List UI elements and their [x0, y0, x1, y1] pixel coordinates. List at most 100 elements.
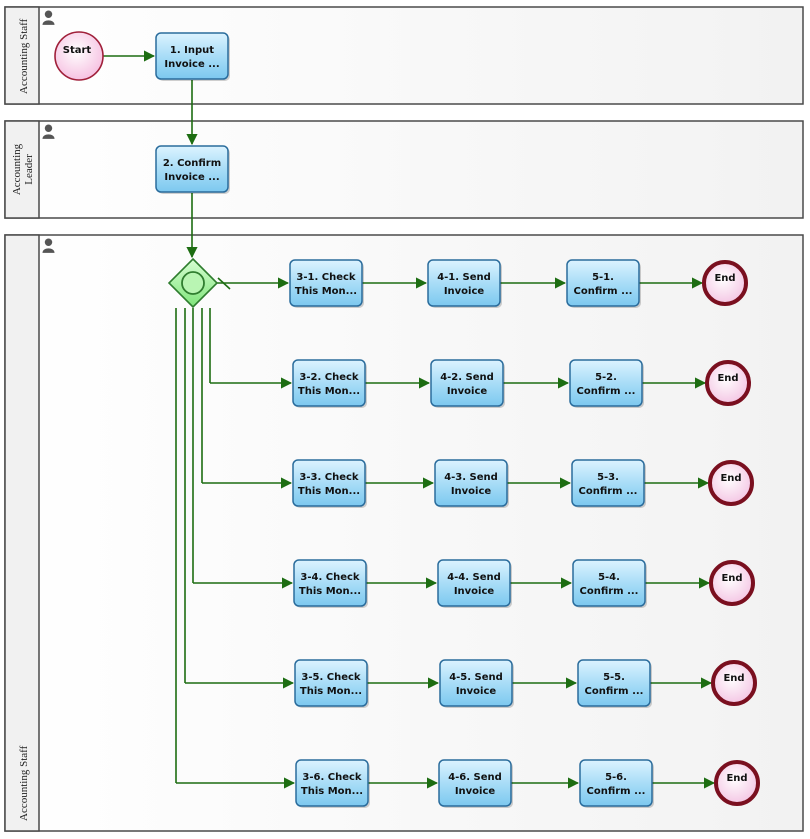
- end-event[interactable]: End: [714, 760, 760, 806]
- task-box: [295, 759, 369, 807]
- task-label-line: Confirm ...: [585, 686, 644, 697]
- task-confirm[interactable]: 5-6.Confirm ...: [579, 759, 654, 808]
- task-box: [155, 32, 229, 80]
- task-label-line: Confirm ...: [580, 586, 639, 597]
- task-label-line: 5-1.: [592, 272, 614, 283]
- end-event-circle: [708, 460, 754, 506]
- start-event[interactable]: Start: [54, 31, 104, 81]
- lane-body: [4, 120, 804, 219]
- task-label-line: 5-5.: [603, 672, 625, 683]
- task-label-line: Invoice: [454, 586, 495, 597]
- end-event[interactable]: End: [709, 560, 755, 606]
- end-event[interactable]: End: [708, 460, 754, 506]
- task-label-line: This Mon...: [299, 586, 361, 597]
- task-box: [292, 359, 366, 407]
- task-box: [294, 659, 368, 707]
- end-event-label: End: [717, 373, 738, 384]
- lane-title: AccountingLeader: [11, 143, 35, 195]
- lane-title-line: Accounting: [11, 143, 23, 195]
- task-box: [430, 359, 504, 407]
- task-label-line: This Mon...: [301, 786, 363, 797]
- end-event[interactable]: End: [711, 660, 757, 706]
- task-label: 5-6.Confirm ...: [587, 772, 646, 797]
- lane-title-line: Leader: [23, 154, 35, 185]
- task-label-line: Invoice: [456, 686, 497, 697]
- task-confirm[interactable]: 5-2. Confirm ...: [569, 359, 644, 408]
- gateway[interactable]: [167, 257, 219, 309]
- task-label-line: Confirm ...: [577, 386, 636, 397]
- swimlane: AccountingLeader: [4, 120, 804, 219]
- task-label-line: 5-2.: [595, 372, 617, 383]
- task-label-line: Confirm ...: [579, 486, 638, 497]
- end-event[interactable]: End: [705, 360, 751, 406]
- task-label-line: 4-2. Send: [440, 372, 494, 383]
- lane-header: [4, 234, 40, 832]
- end-event-label: End: [721, 573, 742, 584]
- task-box: [577, 659, 651, 707]
- task-label: 5-2. Confirm ...: [577, 372, 636, 397]
- task-box: [437, 559, 511, 607]
- task-label-line: Invoice ...: [164, 59, 219, 70]
- task-label-line: Invoice: [447, 386, 488, 397]
- task-label-line: 4-5. Send: [449, 672, 503, 683]
- task-label-line: 3-5. Check: [301, 672, 361, 683]
- gateway-marker-icon: [181, 271, 205, 295]
- task-confirm[interactable]: 5-1. Confirm ...: [566, 259, 641, 308]
- end-event-label: End: [723, 673, 744, 684]
- lane-header: [4, 6, 40, 105]
- task-label-line: 5-4.: [598, 572, 620, 583]
- task-confirm[interactable]: 5-5. Confirm ...: [577, 659, 652, 708]
- task-label-line: 4-1. Send: [437, 272, 491, 283]
- task-box: [434, 459, 508, 507]
- task-box: [289, 259, 363, 307]
- swimlane: Accounting Staff: [4, 234, 804, 832]
- task-label-line: Confirm ...: [574, 286, 633, 297]
- task-label-line: 3-1. Check: [296, 272, 356, 283]
- end-event-circle: [711, 660, 757, 706]
- lane-header: [4, 120, 40, 219]
- task-box: [438, 759, 512, 807]
- task-label-line: 3-2. Check: [299, 372, 359, 383]
- task-label-line: 2. Confirm: [163, 158, 221, 169]
- lane-title-line: Accounting Staff: [18, 18, 30, 94]
- task-confirm[interactable]: 5-4. Confirm ...: [572, 559, 647, 608]
- task-label-line: This Mon...: [295, 286, 357, 297]
- task-box: [293, 559, 367, 607]
- start-event-circle: [54, 31, 104, 81]
- task-label-line: 3-6. Check: [302, 772, 362, 783]
- task-label-line: 5-3.: [597, 472, 619, 483]
- end-event[interactable]: End: [702, 260, 748, 306]
- task-box: [571, 459, 645, 507]
- task-label-line: Confirm ...: [587, 786, 646, 797]
- task-box: [572, 559, 646, 607]
- end-event-label: End: [714, 273, 735, 284]
- task-confirm[interactable]: 5-3. Confirm ...: [571, 459, 646, 508]
- end-event-label: End: [726, 773, 747, 784]
- task-box: [439, 659, 513, 707]
- end-event-circle: [709, 560, 755, 606]
